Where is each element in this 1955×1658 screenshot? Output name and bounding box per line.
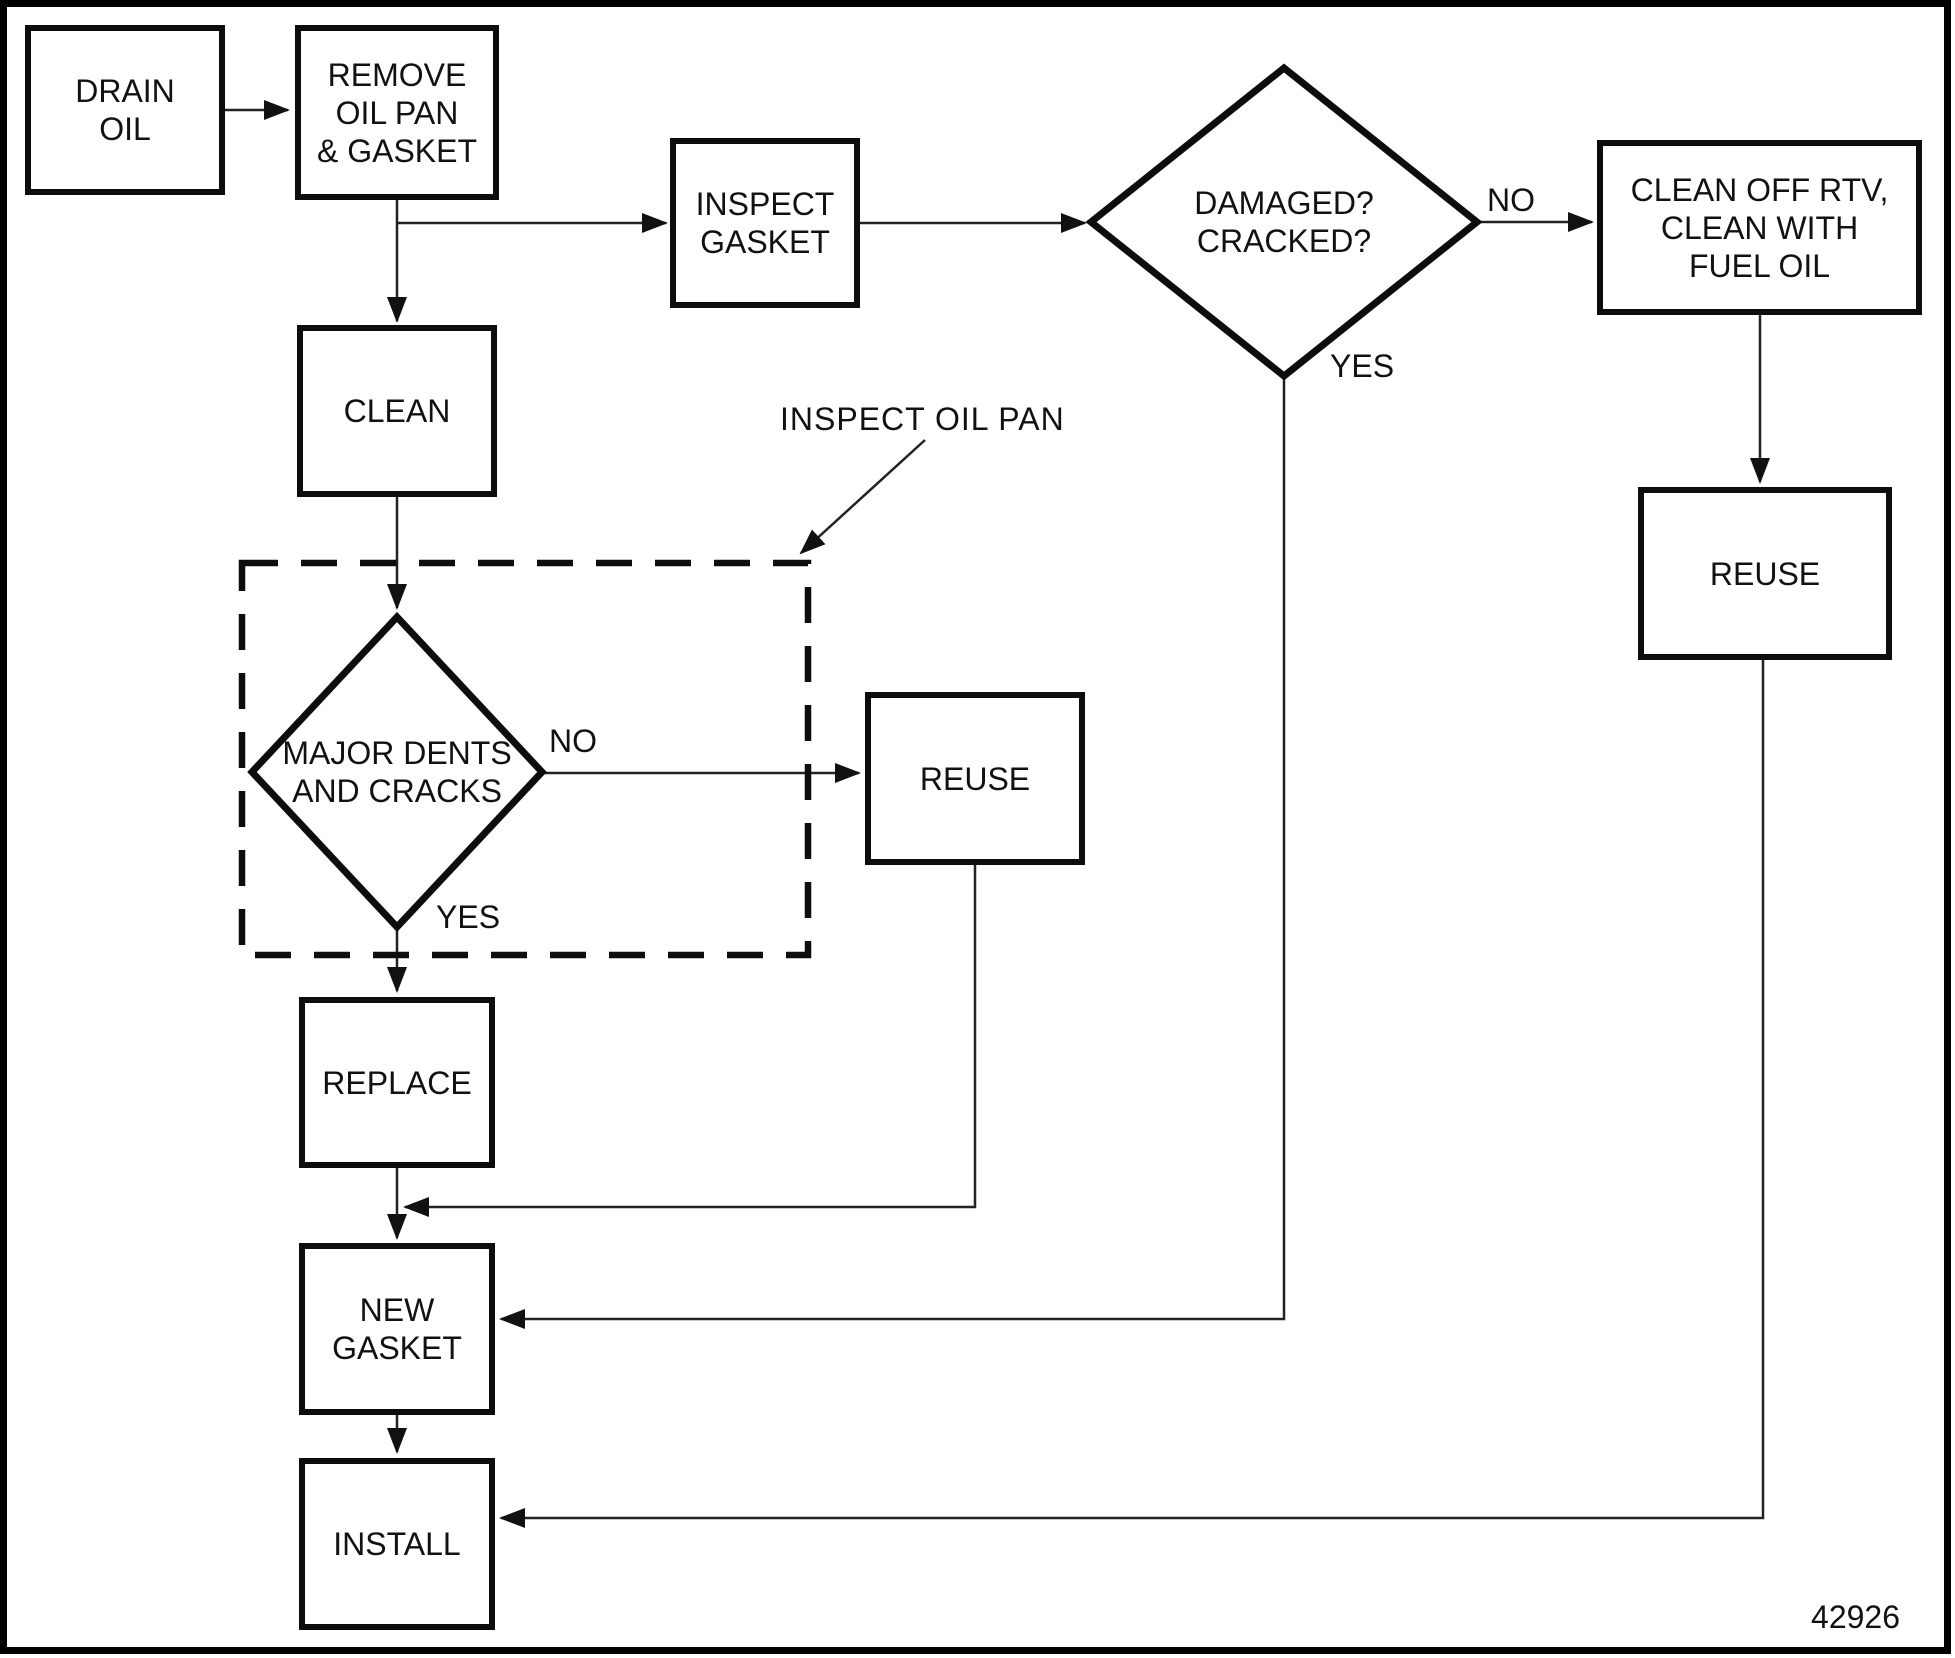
node-replace-label: REPLACE [322, 1064, 472, 1101]
node-clean-off-rtv-label: CLEAN OFF RTV, CLEAN WITH FUEL OIL [1630, 171, 1889, 284]
label-dents-no: NO [549, 723, 597, 759]
node-inspect-gasket: INSPECT GASKET [670, 138, 860, 308]
decision-major-dents-label: MAJOR DENTS AND CRACKS [282, 735, 512, 809]
node-new-gasket: NEW GASKET [299, 1243, 495, 1415]
decision-major-dents-shape [247, 611, 547, 933]
decision-damaged-cracked-shape [1085, 63, 1483, 381]
node-remove-oil-pan-label: REMOVE OIL PAN & GASKET [316, 56, 478, 169]
node-drain-oil-label: DRAIN OIL [75, 73, 175, 147]
node-clean-off-rtv: CLEAN OFF RTV, CLEAN WITH FUEL OIL [1597, 140, 1922, 315]
node-reuse-right-label: REUSE [1709, 555, 1821, 592]
node-install-label: INSTALL [333, 1526, 461, 1562]
node-clean-label: CLEAN [343, 393, 451, 429]
edge-reuse-right-to-install [499, 660, 1765, 1528]
node-reuse-right: REUSE [1638, 487, 1892, 660]
node-remove-oil-pan: REMOVE OIL PAN & GASKET [295, 25, 499, 200]
edge-reuse-mid-to-join [403, 865, 977, 1217]
node-clean: CLEAN [297, 325, 497, 497]
label-dents-yes: YES [436, 899, 501, 935]
label-damaged-no: NO [1487, 182, 1535, 218]
label-damaged-yes: YES [1330, 348, 1395, 384]
node-install: INSTALL [299, 1458, 495, 1630]
node-replace: REPLACE [299, 997, 495, 1168]
decision-damaged-cracked-label: DAMAGED? CRACKED? [1194, 185, 1374, 259]
node-reuse-mid: REUSE [865, 692, 1085, 865]
node-drain-oil: DRAIN OIL [25, 25, 225, 195]
inspect-oil-pan-dashed-region [238, 559, 812, 959]
edge-damaged-yes-to-new-gasket [499, 376, 1286, 1329]
figure-number: 42926 [1811, 1599, 1900, 1635]
inspect-oil-pan-annotation: INSPECT OIL PAN [780, 401, 1065, 437]
node-inspect-gasket-label: INSPECT GASKET [695, 186, 835, 260]
inspect-oil-pan-pointer-arrow [799, 439, 926, 555]
node-reuse-mid-label: REUSE [919, 760, 1031, 797]
node-new-gasket-label: NEW GASKET [332, 1292, 462, 1366]
